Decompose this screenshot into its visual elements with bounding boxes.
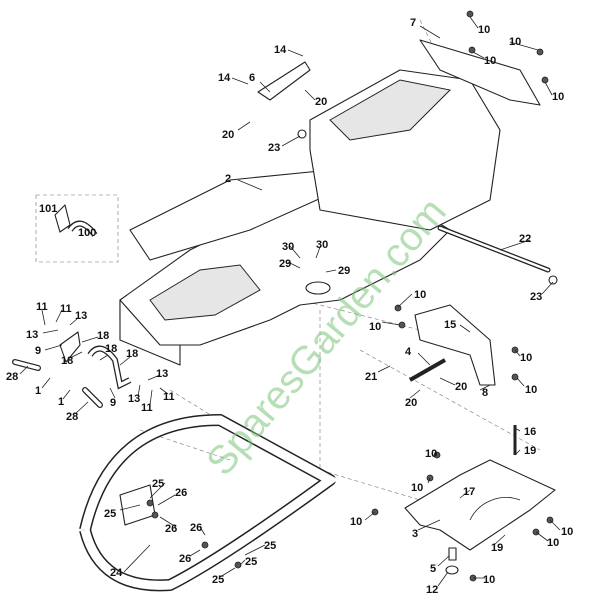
callout-29: 29 (338, 265, 350, 277)
main-frame (119, 69, 501, 366)
callout-7: 7 (410, 17, 416, 29)
callout-30: 30 (316, 239, 328, 251)
callout-22: 22 (519, 233, 531, 245)
callout-16: 16 (524, 426, 536, 438)
callout-25: 25 (264, 540, 276, 552)
callout-26: 26 (190, 522, 202, 534)
callout-10: 10 (414, 289, 426, 301)
callout-23: 23 (530, 291, 542, 303)
callout-26: 26 (179, 553, 191, 565)
callout-18: 18 (97, 330, 109, 342)
callout-9: 9 (110, 397, 116, 409)
callout-20: 20 (405, 397, 417, 409)
leader-lines (19, 16, 561, 587)
callout-17: 17 (463, 486, 475, 498)
callout-10: 10 (411, 482, 423, 494)
plate-3 (404, 459, 556, 551)
callout-13: 13 (156, 368, 168, 380)
callout-11: 11 (141, 402, 153, 414)
callout-19: 19 (491, 542, 503, 554)
callout-9: 9 (35, 345, 41, 357)
callout-10: 10 (509, 36, 521, 48)
callout-10: 10 (547, 537, 559, 549)
callout-29: 29 (279, 258, 291, 270)
plate-7 (419, 39, 541, 106)
callout-100: 100 (78, 227, 96, 239)
lever-4 (409, 358, 446, 382)
callout-28: 28 (66, 411, 78, 423)
callout-11: 11 (36, 301, 48, 313)
callout-10: 10 (520, 352, 532, 364)
bumper-24 (79, 414, 339, 592)
callout-2: 2 (225, 173, 231, 185)
callout-101: 101 (39, 203, 57, 215)
callout-10: 10 (484, 55, 496, 67)
callout-20: 20 (315, 96, 327, 108)
callout-23: 23 (268, 142, 280, 154)
left-brackets (12, 204, 132, 408)
callout-1: 1 (58, 396, 64, 408)
callout-30: 30 (282, 241, 294, 253)
callout-13: 13 (75, 310, 87, 322)
callout-25: 25 (245, 556, 257, 568)
callout-13: 13 (26, 329, 38, 341)
assembly-lines (35, 19, 541, 501)
callout-20: 20 (455, 381, 467, 393)
callout-10: 10 (483, 574, 495, 586)
callout-6: 6 (249, 72, 255, 84)
callout-19: 19 (524, 445, 536, 457)
callout-25: 25 (104, 508, 116, 520)
callout-18: 18 (105, 343, 117, 355)
callout-1: 1 (35, 385, 41, 397)
callout-10: 10 (369, 321, 381, 333)
callout-10: 10 (478, 24, 490, 36)
callout-20: 20 (222, 129, 234, 141)
callout-26: 26 (165, 523, 177, 535)
callout-18: 18 (126, 348, 138, 360)
callout-10: 10 (425, 448, 437, 460)
callout-14: 14 (274, 44, 287, 56)
bracket-8 (414, 304, 496, 386)
callout-3: 3 (412, 528, 418, 540)
segment-6 (257, 61, 311, 101)
callout-24: 24 (110, 567, 123, 579)
callout-14: 14 (218, 72, 231, 84)
callout-10: 10 (525, 384, 537, 396)
callout-15: 15 (444, 319, 456, 331)
callout-labels: 7 10 10 10 10 14 6 14 20 20 23 2 101 100… (6, 17, 573, 596)
optional-kit-box (35, 194, 119, 263)
callout-18: 18 (61, 355, 73, 367)
callout-10: 10 (350, 516, 362, 528)
callout-10: 10 (552, 91, 564, 103)
callout-11: 11 (163, 391, 175, 403)
callout-8: 8 (482, 387, 488, 399)
callout-13: 13 (128, 393, 140, 405)
callout-4: 4 (405, 346, 412, 358)
callout-25: 25 (152, 478, 164, 490)
callout-11: 11 (60, 303, 72, 315)
callout-26: 26 (175, 487, 187, 499)
callout-21: 21 (365, 371, 377, 383)
callout-10: 10 (561, 526, 573, 538)
callout-5: 5 (430, 563, 436, 575)
callout-12: 12 (426, 584, 438, 596)
callout-25: 25 (212, 574, 224, 586)
callout-28: 28 (6, 371, 18, 383)
